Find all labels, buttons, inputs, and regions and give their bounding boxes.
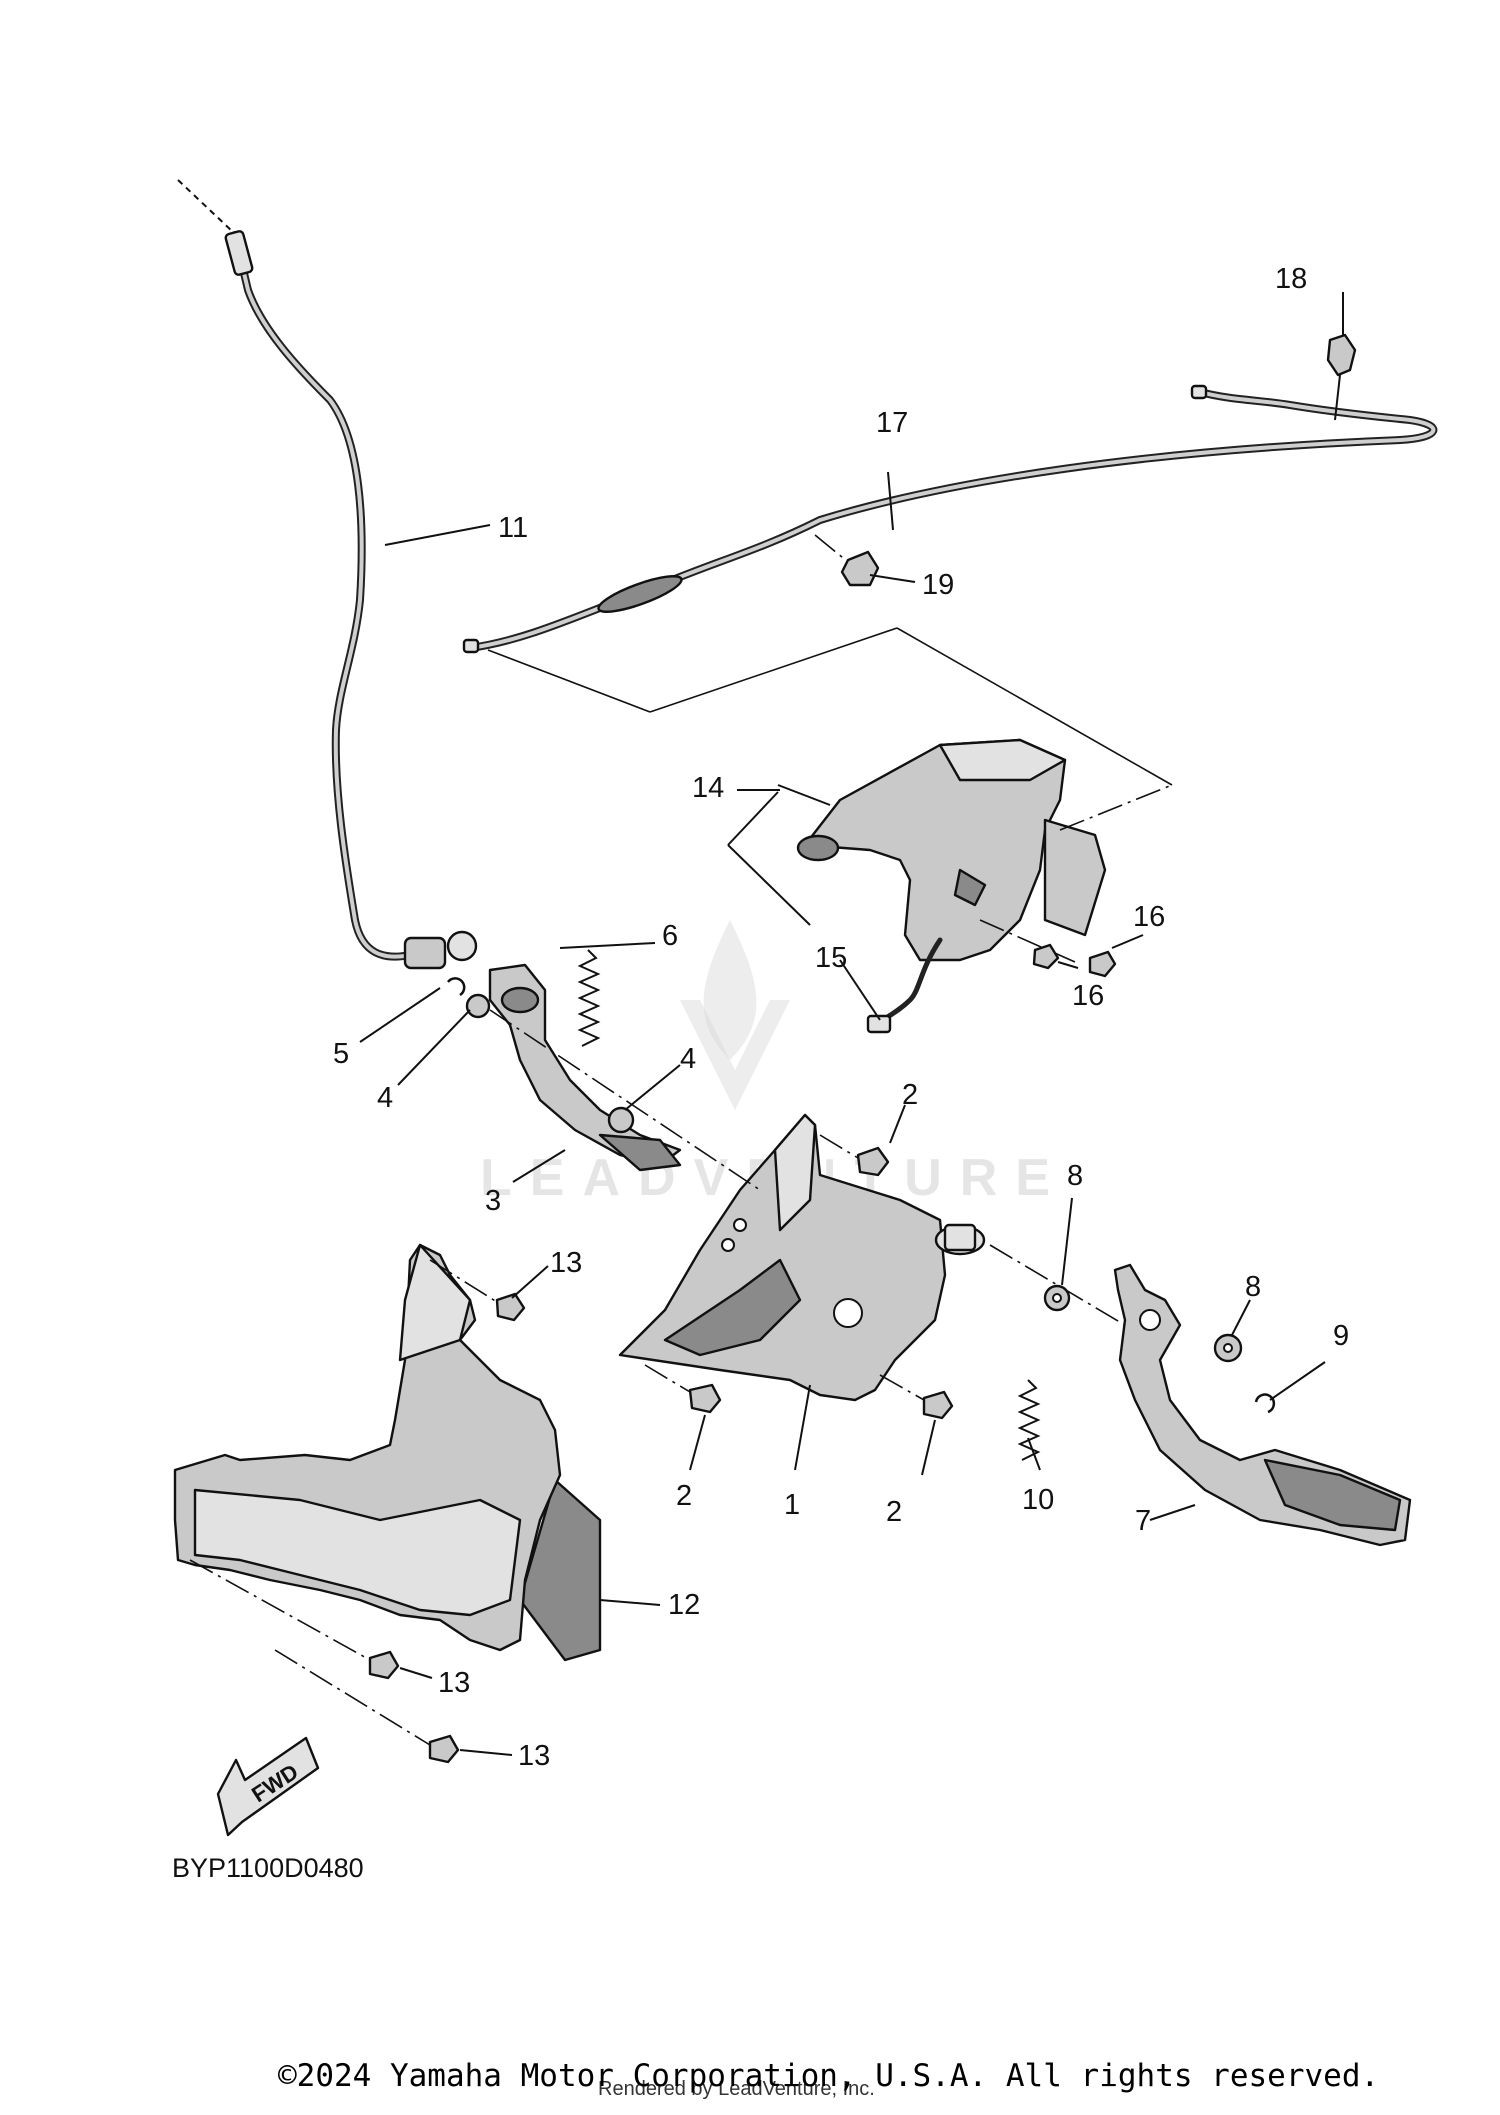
bolt-2a [819,1134,890,1177]
callouts: 11 17 18 19 14 15 16 16 6 5 4 4 3 2 8 8 … [333,263,1349,1772]
callout-16b: 16 [1072,980,1104,1012]
pedal-7 [1113,1263,1412,1547]
phantom-lines [487,627,1173,786]
fwd-arrow-icon: FWD [216,1736,320,1837]
rendered-by-text: Rendered by LeadVenture, Inc. [598,2078,875,2100]
callout-1: 1 [784,1489,800,1521]
bolt-13a [429,1259,526,1322]
clamp-19 [814,534,880,587]
callout-16a: 16 [1133,901,1165,933]
callout-13c: 13 [518,1740,550,1772]
leader-lines [359,292,1344,1756]
clip-18 [1326,333,1357,421]
callout-13a: 13 [550,1247,582,1279]
bracket-1 [489,1009,1151,1402]
callout-2c: 2 [886,1496,902,1528]
bolt-16a [1088,950,1117,978]
copyright-text: ©2024 Yamaha Motor Corporation, U.S.A. A… [278,2058,1380,2094]
spring-6 [577,949,601,1047]
lever-3 [488,963,682,1172]
switch-15 [866,937,943,1034]
callout-14: 14 [692,772,724,804]
callout-15: 15 [815,942,847,974]
callout-2a: 2 [902,1079,918,1111]
cable-11 [177,179,478,970]
callout-8b: 8 [1245,1271,1261,1303]
spring-10 [1017,1379,1041,1461]
pedal-assy-14 [796,738,1173,963]
callout-6: 6 [662,920,678,952]
diagram-code: BYP1100D0480 [172,1853,364,1883]
callout-11: 11 [498,512,528,544]
bolt-13b [189,1559,400,1680]
callout-2b: 2 [676,1480,692,1512]
callout-7: 7 [1135,1505,1151,1537]
callout-17: 17 [876,407,908,439]
callout-5: 5 [333,1038,349,1070]
callout-13b: 13 [438,1667,470,1699]
callout-10: 10 [1022,1484,1054,1516]
callout-18: 18 [1275,263,1307,295]
clip-5 [446,977,466,997]
bolt-13c [274,1649,460,1764]
washer-4a [465,993,491,1019]
clip-9 [1254,1393,1276,1414]
washer-4b [607,1106,635,1134]
callout-3: 3 [485,1185,501,1217]
callout-19: 19 [922,569,954,601]
bolt-16b [1032,943,1060,970]
cable-17 [462,384,1438,654]
callout-9: 9 [1333,1320,1349,1352]
bolt-2b [644,1364,722,1414]
callout-4a: 4 [377,1082,393,1114]
callout-4b: 4 [680,1043,696,1075]
bolt-2c [879,1374,954,1420]
washer-8a [1043,1284,1071,1312]
callout-8a: 8 [1067,1160,1083,1192]
cover-12 [173,1243,602,1662]
callout-12: 12 [668,1589,700,1621]
washer-8b [1213,1333,1243,1363]
